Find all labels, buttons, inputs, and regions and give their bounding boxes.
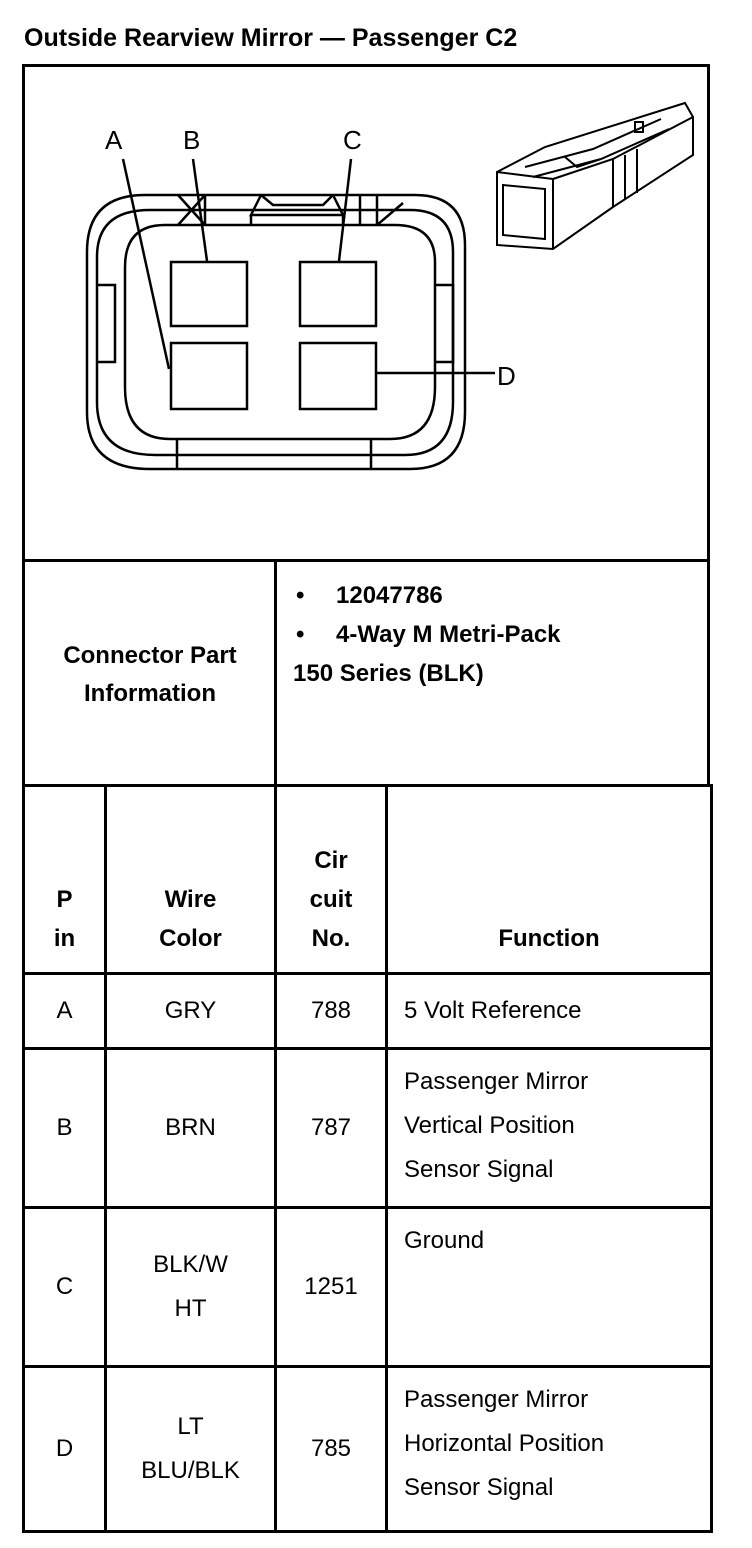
wire-color-cell: BRN	[104, 1047, 277, 1209]
connector-description-line1: 4-Way M Metri-Pack	[336, 621, 561, 648]
connector-outer-housing	[85, 193, 467, 471]
page-title: Outside Rearview Mirror — Passenger C2	[24, 24, 518, 52]
header-function: Function	[385, 784, 713, 975]
connector-part-info: Connector Part Information • 12047786 • 4-…	[22, 559, 710, 787]
wire-color-cell: LT BLU/BLK	[104, 1365, 277, 1533]
connector-info-values: • 12047786 • 4-Way M Metri-Pack 150 Series…	[293, 576, 561, 693]
wire-color-cell: BLK/W HT	[104, 1206, 277, 1368]
header-pin: P in	[22, 784, 107, 975]
connector-cavity-wall	[123, 223, 437, 441]
connector-info-label: Connector Part Information	[25, 562, 275, 787]
header-circuit-number: Cir cuit No.	[274, 784, 388, 975]
pin-cell: A	[22, 972, 107, 1050]
connector-diagram-panel: A B C D	[22, 64, 710, 562]
pin-label-d: D	[497, 361, 516, 391]
bullet-point: •	[296, 582, 305, 609]
leader-line-b	[191, 158, 209, 262]
connector-info-label-line2: Information	[84, 679, 216, 707]
part-number: 12047786	[336, 582, 443, 609]
connector-info-label-line1: Connector Part	[63, 641, 237, 669]
pin-label-c: C	[343, 125, 362, 155]
terminal-cavity-b	[169, 260, 249, 328]
connector-3d-illustration	[496, 101, 694, 251]
table-row: D LT BLU/BLK 785 Passenger Mirror Horizo…	[22, 1365, 713, 1533]
connector-inner-housing	[95, 208, 455, 457]
wire-color-cell: GRY	[104, 972, 277, 1050]
leader-line-a	[121, 158, 171, 370]
table-header-row: P in Wire Color Cir cuit No. Function	[22, 784, 713, 975]
table-row: A GRY 788 5 Volt Reference	[22, 972, 713, 1050]
pin-label-a: A	[105, 125, 123, 155]
bullet-point: •	[296, 621, 305, 648]
header-wire-color: Wire Color	[104, 784, 277, 975]
circuit-cell: 1251	[274, 1206, 388, 1368]
terminal-cavity-a	[169, 341, 249, 411]
pin-label-b: B	[183, 125, 200, 155]
function-cell: Passenger Mirror Horizontal Position Sen…	[385, 1365, 713, 1533]
connector-face-diagram: A B C D	[85, 101, 694, 471]
terminal-cavity-d	[298, 341, 378, 411]
function-cell: Ground	[385, 1206, 713, 1368]
pin-cell: D	[22, 1365, 107, 1533]
pin-cell: B	[22, 1047, 107, 1209]
connector-description-line2: 150 Series (BLK)	[293, 660, 484, 687]
table-row: B BRN 787 Passenger Mirror Vertical Posi…	[22, 1047, 713, 1209]
function-cell: Passenger Mirror Vertical Position Senso…	[385, 1047, 713, 1209]
table-row: C BLK/W HT 1251 Ground	[22, 1206, 713, 1368]
circuit-cell: 785	[274, 1365, 388, 1533]
terminal-cavity-c	[298, 260, 378, 328]
leader-line-c	[337, 158, 353, 262]
pin-table: P in Wire Color Cir cuit No. Function A …	[22, 784, 713, 1533]
circuit-cell: 787	[274, 1047, 388, 1209]
circuit-cell: 788	[274, 972, 388, 1050]
function-cell: 5 Volt Reference	[385, 972, 713, 1050]
pin-cell: C	[22, 1206, 107, 1368]
